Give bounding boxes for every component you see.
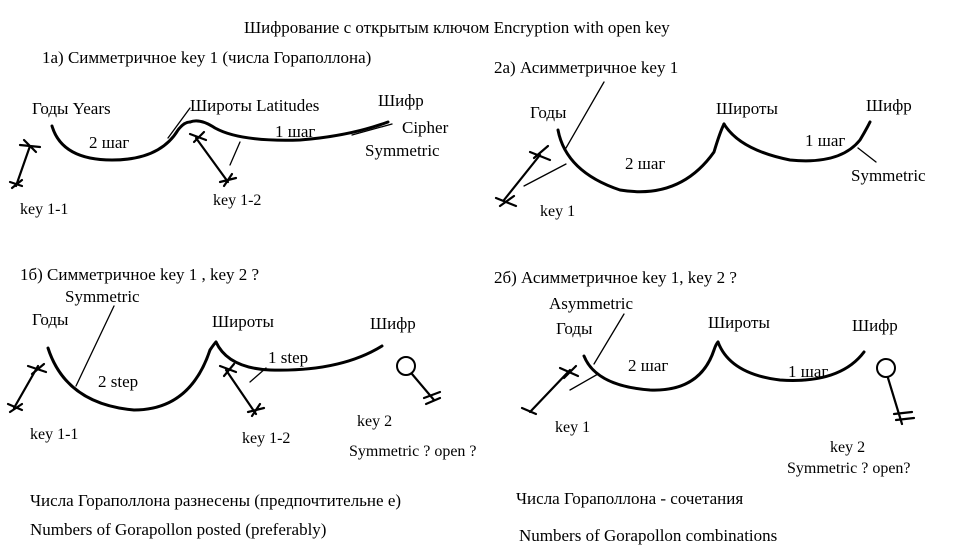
key-1-glyph-2b [520, 364, 580, 416]
key-1-2-glyph [188, 130, 238, 188]
label-step2-2a: 2 шаг [625, 154, 666, 173]
label-asymmetric-2b: Asymmetric [549, 294, 634, 313]
panel-1b-heading: 1б) Симметричное key 1 , key 2 ? [20, 265, 260, 284]
label-latitudes-1a: Широты Latitudes [190, 96, 320, 115]
panel-2a-heading: 2а) Асимметричное key 1 [494, 58, 679, 77]
curve-step2-2b [582, 340, 720, 392]
label-years-2b: Годы [556, 319, 593, 338]
diagram-title: Шифрование с открытым ключом Encryption … [244, 18, 670, 37]
pointer-line-1a-cipher [351, 123, 393, 136]
label-key-2-1b: key 2 [357, 413, 393, 430]
label-latitudes-2a: Широты [716, 99, 778, 118]
label-key-1-2b: key 1 [555, 419, 591, 436]
label-key-1-1: key 1-1 [20, 201, 69, 218]
panel-1b-drawing [6, 305, 442, 418]
curve-step1-1b [214, 340, 384, 372]
curve-step2-1a [50, 120, 192, 162]
label-cipher-2a: Шифр [866, 96, 912, 115]
footer-right-en: Numbers of Gorapollon combinations [519, 526, 778, 545]
label-step1-2a: 1 шаг [805, 131, 846, 150]
label-key-1-2a: key 1 [540, 203, 576, 220]
label-cipher-en-1a: Cipher [402, 118, 449, 137]
label-question-2b: Symmetric ? open? [787, 460, 911, 477]
key-1-glyph-2a [494, 144, 552, 208]
panel-2b-heading: 2б) Асимметричное key 1, key 2 ? [494, 268, 737, 287]
key-1-2-glyph-1b [218, 362, 266, 418]
panel-2b-drawing [520, 313, 916, 426]
label-key-1-1-1b: key 1-1 [30, 426, 79, 443]
key-1-1-glyph-1b [6, 362, 48, 414]
label-step2-1a: 2 шаг [89, 133, 130, 152]
curve-step2-2a [556, 122, 726, 194]
pointer-line-1a-key [229, 141, 241, 166]
label-cipher-1a: Шифр [378, 91, 424, 110]
curve-step1-2a [722, 120, 872, 163]
key-2-glyph-1b [396, 356, 442, 406]
pointer-line-2b [593, 313, 625, 365]
key-1-1-glyph [8, 138, 42, 190]
label-years-1a: Годы Years [32, 99, 111, 118]
label-step1-2b: 1 шаг [788, 362, 829, 381]
footer-left-ru: Числа Гораполлона разнесены (предпочтите… [30, 491, 402, 510]
footer-left-en: Numbers of Gorapollon posted (preferably… [30, 520, 327, 539]
curve-step1-2b [716, 340, 866, 382]
label-step1-1b: 1 step [268, 348, 309, 367]
key-2-glyph-2b [876, 358, 916, 426]
label-key-2-2b: key 2 [830, 439, 866, 456]
label-symmetric-1b: Symmetric [65, 287, 140, 306]
label-step1-1a: 1 шаг [275, 122, 316, 141]
label-years-2a: Годы [530, 103, 567, 122]
label-step2-2b: 2 шаг [628, 356, 669, 375]
panel-1a-heading: 1а) Симметричное key 1 (числа Гораполлон… [42, 48, 372, 67]
label-key-1-2-1b: key 1-2 [242, 430, 291, 447]
label-symmetric-2a: Symmetric [851, 166, 926, 185]
label-latitudes-2b: Широты [708, 313, 770, 332]
pointer-line-1b [75, 305, 115, 387]
pointer-line-2a [565, 81, 605, 149]
panel-2a-drawing [494, 81, 877, 208]
footer-right-ru: Числа Гораполлона - сочетания [516, 489, 744, 508]
pointer-line-2a-key [523, 163, 567, 187]
pointer-line-2b-key [569, 373, 599, 391]
label-key-1-2: key 1-2 [213, 192, 262, 209]
label-step2-1b: 2 step [98, 372, 139, 391]
pointer-line-2a-sym [857, 147, 877, 163]
pointer-line-1b-key [249, 367, 267, 383]
label-years-1b: Годы [32, 310, 69, 329]
label-latitudes-1b: Широты [212, 312, 274, 331]
panel-1a-drawing [8, 107, 393, 190]
label-cipher-2b: Шифр [852, 316, 898, 335]
label-cipher-1b: Шифр [370, 314, 416, 333]
curve-step2-1b [46, 340, 218, 412]
label-question-1b: Symmetric ? open ? [349, 443, 477, 460]
curve-step1-1a [188, 119, 390, 142]
pointer-line-1a [167, 107, 191, 139]
label-symmetric-1a: Symmetric [365, 141, 440, 160]
